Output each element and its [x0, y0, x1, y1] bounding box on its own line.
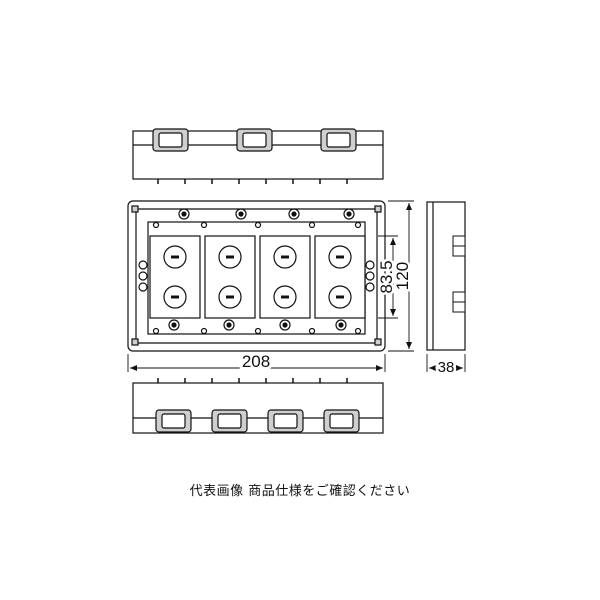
bottom-view-tab [267, 409, 304, 433]
dim-pitch-label: 83.5 [377, 260, 396, 293]
corner-notches [131, 205, 382, 346]
mounting-screws [138, 208, 375, 335]
caption-text: 代表画像 商品仕様をご確認ください [189, 484, 411, 499]
dimension-labels: 208 38 83.5 120 [239, 258, 457, 379]
front-view [127, 200, 386, 352]
bottom-view [132, 378, 384, 434]
top-view-tab [236, 128, 273, 152]
top-view [132, 128, 384, 184]
dim-depth-label: 38 [438, 359, 455, 376]
dim-height-label: 120 [393, 262, 412, 290]
bottom-view-tab [323, 409, 360, 433]
top-view-tab [320, 128, 357, 152]
bottom-view-tab [211, 409, 248, 433]
top-view-tab [152, 128, 189, 152]
dim-width-label: 208 [242, 352, 270, 371]
side-view [426, 201, 466, 351]
bottom-view-tab [155, 409, 192, 433]
dimension-lines [127, 200, 466, 372]
outlet-sockets [163, 245, 352, 309]
